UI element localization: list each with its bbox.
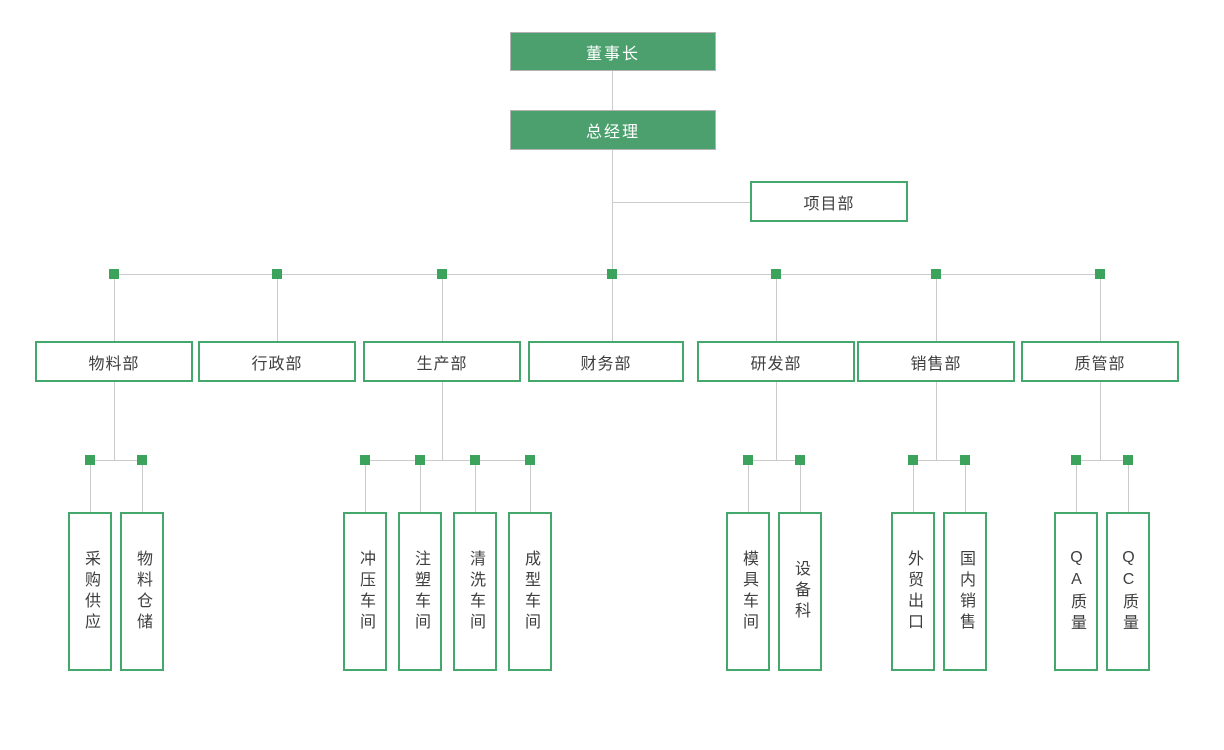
connector-subbus-sales: [913, 460, 965, 461]
node-general-manager[interactable]: 总经理: [510, 110, 716, 150]
connector-subbus-quality: [1076, 460, 1128, 461]
junction-square-qa: [1071, 455, 1081, 465]
connector-sub-drop-cleaning: [475, 460, 476, 512]
connector-subbus-production: [365, 460, 530, 461]
junction-square-warehousing: [137, 455, 147, 465]
connector-chairman-gm: [612, 71, 613, 110]
junction-square-finance: [607, 269, 617, 279]
junction-square-quality: [1095, 269, 1105, 279]
connector-subbus-materials: [90, 460, 142, 461]
node-sub-cleaning-workshop[interactable]: 清洗车间: [453, 512, 497, 671]
connector-gm-bus: [612, 150, 613, 274]
junction-square-export: [908, 455, 918, 465]
junction-square-materials: [109, 269, 119, 279]
node-chairman[interactable]: 董事长: [510, 32, 716, 71]
junction-square-sales: [931, 269, 941, 279]
junction-square-qc: [1123, 455, 1133, 465]
node-sub-cleaning-workshop-label: 清洗车间: [467, 549, 484, 634]
connector-trunk-sales: [936, 382, 937, 460]
node-dept-quality-label: 质管部: [1074, 355, 1126, 373]
node-sub-injection-workshop-label: 注塑车间: [412, 549, 429, 634]
connector-drop-materials: [114, 274, 115, 341]
node-chairman-label: 董事长: [585, 45, 640, 63]
node-sub-injection-workshop[interactable]: 注塑车间: [398, 512, 442, 671]
node-sub-foreign-trade-export[interactable]: 外贸出口: [891, 512, 935, 671]
node-sub-domestic-sales[interactable]: 国内销售: [943, 512, 987, 671]
node-general-manager-label: 总经理: [585, 124, 640, 141]
connector-sub-drop-qc: [1128, 460, 1129, 512]
node-sub-stamping-workshop[interactable]: 冲压车间: [343, 512, 387, 671]
node-dept-sales-label: 销售部: [910, 355, 962, 373]
node-sub-domestic-sales-label: 国内销售: [957, 549, 974, 634]
connector-subbus-rnd: [748, 460, 800, 461]
connector-sub-drop-export: [913, 460, 914, 512]
node-dept-quality[interactable]: 质管部: [1021, 341, 1179, 382]
node-sub-equipment-section[interactable]: 设备科: [778, 512, 822, 671]
connector-sub-drop-qa: [1076, 460, 1077, 512]
connector-drop-finance: [612, 274, 613, 341]
connector-sub-drop-mold-shop: [748, 460, 749, 512]
node-sub-purchasing-supply-label: 采购供应: [82, 549, 99, 634]
connector-drop-rnd: [776, 274, 777, 341]
node-sub-purchasing-supply[interactable]: 采购供应: [68, 512, 112, 671]
junction-square-molding: [525, 455, 535, 465]
node-sub-material-warehousing-label: 物料仓储: [134, 549, 151, 634]
connector-sub-drop-stamping: [365, 460, 366, 512]
node-sub-equipment-section-label: 设备科: [792, 560, 809, 623]
connector-sub-drop-molding: [530, 460, 531, 512]
junction-square-stamping: [360, 455, 370, 465]
connector-trunk-production: [442, 382, 443, 460]
junction-square-domestic: [960, 455, 970, 465]
node-project-dept-label: 项目部: [803, 195, 855, 213]
junction-square-production: [437, 269, 447, 279]
node-dept-rnd-label: 研发部: [750, 355, 802, 373]
connector-sub-drop-domestic: [965, 460, 966, 512]
node-sub-material-warehousing[interactable]: 物料仓储: [120, 512, 164, 671]
node-dept-materials-label: 物料部: [88, 355, 140, 373]
node-dept-admin[interactable]: 行政部: [198, 341, 356, 382]
node-sub-qc-quality-label: QC质量: [1120, 548, 1137, 635]
junction-square-rnd: [771, 269, 781, 279]
node-sub-mold-workshop[interactable]: 模具车间: [726, 512, 770, 671]
junction-square-injection: [415, 455, 425, 465]
node-dept-finance[interactable]: 财务部: [528, 341, 684, 382]
connector-drop-production: [442, 274, 443, 341]
connector-branch-project-dept: [612, 202, 750, 203]
node-sub-qc-quality[interactable]: QC质量: [1106, 512, 1150, 671]
connector-drop-quality: [1100, 274, 1101, 341]
connector-sub-drop-injection: [420, 460, 421, 512]
node-sub-molding-workshop-label: 成型车间: [522, 549, 539, 634]
node-dept-rnd[interactable]: 研发部: [697, 341, 855, 382]
node-dept-production-label: 生产部: [416, 355, 468, 373]
node-sub-qa-quality[interactable]: QA质量: [1054, 512, 1098, 671]
node-dept-finance-label: 财务部: [580, 355, 632, 373]
connector-sub-drop-warehousing: [142, 460, 143, 512]
node-sub-stamping-workshop-label: 冲压车间: [357, 549, 374, 634]
connector-sub-drop-equipment: [800, 460, 801, 512]
node-dept-sales[interactable]: 销售部: [857, 341, 1015, 382]
node-dept-production[interactable]: 生产部: [363, 341, 521, 382]
node-dept-materials[interactable]: 物料部: [35, 341, 193, 382]
node-sub-foreign-trade-export-label: 外贸出口: [905, 549, 922, 634]
junction-square-equipment: [795, 455, 805, 465]
junction-square-cleaning: [470, 455, 480, 465]
node-sub-qa-quality-label: QA质量: [1068, 548, 1085, 635]
node-project-dept[interactable]: 项目部: [750, 181, 908, 222]
connector-trunk-rnd: [776, 382, 777, 460]
connector-trunk-quality: [1100, 382, 1101, 460]
connector-drop-admin: [277, 274, 278, 341]
connector-sub-drop-purchasing: [90, 460, 91, 512]
node-sub-molding-workshop[interactable]: 成型车间: [508, 512, 552, 671]
connector-drop-sales: [936, 274, 937, 341]
junction-square-purchasing: [85, 455, 95, 465]
node-sub-mold-workshop-label: 模具车间: [740, 549, 757, 634]
junction-square-mold-shop: [743, 455, 753, 465]
junction-square-admin: [272, 269, 282, 279]
node-dept-admin-label: 行政部: [251, 355, 303, 373]
connector-trunk-materials: [114, 382, 115, 460]
